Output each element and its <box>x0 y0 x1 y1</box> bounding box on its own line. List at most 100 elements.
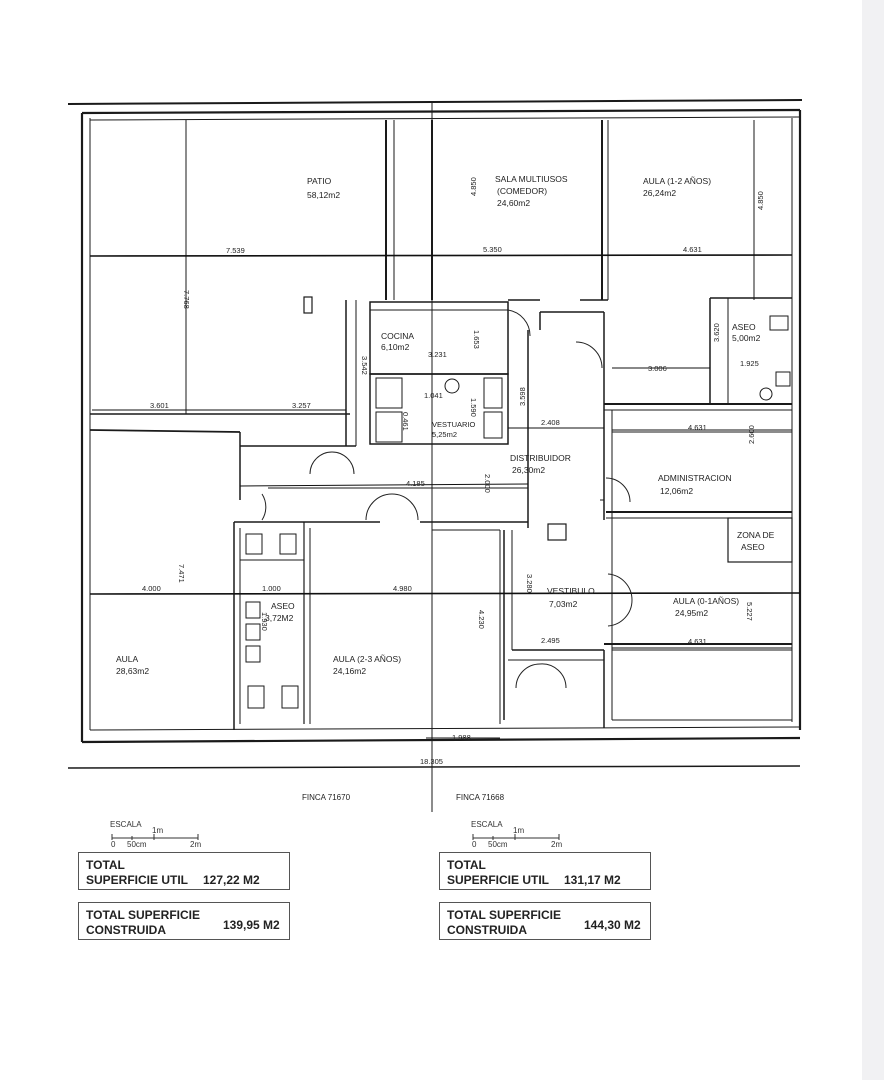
dimension-line <box>239 483 529 487</box>
room-name: ADMINISTRACION <box>658 473 732 483</box>
dimension-label: 4.980 <box>393 584 412 593</box>
dimension-label: 2.600 <box>747 425 756 444</box>
room-name: PATIO <box>307 176 332 186</box>
door-swing <box>309 451 333 475</box>
room-area: 58,12m2 <box>307 190 340 200</box>
wall <box>89 429 241 433</box>
room-name: VESTUARIO <box>432 420 476 429</box>
fixture <box>759 387 773 401</box>
construida-label-line1: TOTAL SUPERFICIE <box>86 908 201 922</box>
scale-bar-left: ESCALA 1m 0 50cm 2m <box>110 820 220 852</box>
fixture <box>245 601 261 619</box>
util-label-line2: SUPERFICIE UTIL <box>447 873 550 887</box>
door-swing <box>507 309 531 337</box>
room-name: SALA MULTIUSOS <box>495 174 568 184</box>
fixture <box>483 411 503 439</box>
fixture <box>279 533 297 555</box>
fixture <box>483 377 503 409</box>
room-area: 24,16m2 <box>333 666 366 676</box>
dimension-label: 3.006 <box>648 364 667 373</box>
util-label-line1: TOTAL <box>86 858 125 872</box>
scale-50cm: 50cm <box>127 840 147 849</box>
door-swing <box>331 451 355 475</box>
room-name: AULA (0-1AÑOS) <box>673 596 739 606</box>
room-area: 5,25m2 <box>432 430 457 439</box>
room-area: 12,06m2 <box>660 486 693 496</box>
dimension-label: 3.280 <box>525 574 534 593</box>
room-name: AULA (2-3 AÑOS) <box>333 654 401 664</box>
wall <box>67 765 801 769</box>
fixture <box>245 533 263 555</box>
construida-value: 139,95 M2 <box>223 918 280 932</box>
dimension-line <box>89 254 793 257</box>
dimension-label: 2.495 <box>541 636 560 645</box>
room-name: ASEO <box>741 542 765 552</box>
door-swing <box>261 493 267 521</box>
room-outline <box>727 517 793 563</box>
dimension-label: 5.350 <box>483 245 502 254</box>
room-area: 26,24m2 <box>643 188 676 198</box>
dimension-label: 3.620 <box>712 323 721 342</box>
dimension-label: 2.408 <box>541 418 560 427</box>
room-outline <box>369 373 509 445</box>
fixture <box>775 371 791 387</box>
dimension-label: 2.000 <box>483 474 492 493</box>
construida-value: 144,30 M2 <box>584 918 641 932</box>
dimension-label: 18.305 <box>420 757 443 766</box>
dimension-label: 1.590 <box>469 398 478 417</box>
dimension-label: 7.471 <box>177 564 186 583</box>
floor-plan: PATIO 58,12m2 SALA MULTIUSOS (COMEDOR) 2… <box>67 99 803 812</box>
total-superficie-construida-box-right: TOTAL SUPERFICIE CONSTRUIDA 144,30 M2 <box>439 902 651 940</box>
fixture <box>247 685 265 709</box>
dimension-label: 4.631 <box>688 423 707 432</box>
scale-2m: 2m <box>551 840 563 849</box>
room-area: 24,60m2 <box>497 198 530 208</box>
dimension-label: 4.850 <box>469 177 478 196</box>
wall <box>81 736 801 744</box>
room-name: ZONA DE <box>737 530 775 540</box>
room-area: 28,63m2 <box>116 666 149 676</box>
room-name: AULA (1-2 AÑOS) <box>643 176 711 186</box>
door-swing <box>515 663 541 689</box>
dimension-label: 1.988 <box>452 733 471 742</box>
util-value: 131,17 M2 <box>564 873 621 887</box>
scale-title: ESCALA <box>110 820 142 829</box>
room-name: DISTRIBUIDOR <box>510 453 571 463</box>
dimension-label: 4.185 <box>406 479 425 488</box>
door-swing <box>365 493 393 521</box>
scale-ruler <box>111 834 199 840</box>
column <box>303 296 313 314</box>
dimension-label: 3.257 <box>292 401 311 410</box>
room-name: VESTIBULO <box>547 586 595 596</box>
room-labels: PATIO 58,12m2 SALA MULTIUSOS (COMEDOR) 2… <box>116 174 775 676</box>
scale-2m: 2m <box>190 840 202 849</box>
construida-label-line2: CONSTRUIDA <box>447 923 527 937</box>
wall <box>81 108 801 115</box>
dimension-label: 4.000 <box>142 584 161 593</box>
dimension-label: 3.231 <box>428 350 447 359</box>
fixture <box>375 377 403 409</box>
dimension-line <box>89 592 801 595</box>
dimension-label: 4.850 <box>756 191 765 210</box>
dimension-label: 1.000 <box>262 584 281 593</box>
wall <box>89 116 801 121</box>
walls <box>67 99 803 812</box>
util-label-line1: TOTAL <box>447 858 486 872</box>
fixture <box>444 378 460 394</box>
finca-label-left: FINCA 71670 <box>302 793 351 802</box>
construida-label-line1: TOTAL SUPERFICIE <box>447 908 562 922</box>
dimension-label: 1.653 <box>472 330 481 349</box>
scale-title: ESCALA <box>471 820 503 829</box>
total-superficie-construida-box-left: TOTAL SUPERFICIE CONSTRUIDA 139,95 M2 <box>78 902 290 940</box>
door-swing <box>391 493 419 521</box>
scale-ruler <box>472 834 560 840</box>
dimension-label: 4.230 <box>477 610 486 629</box>
construida-label-line2: CONSTRUIDA <box>86 923 166 937</box>
dimension-label: 1.925 <box>740 359 759 368</box>
room-area: 24,95m2 <box>675 608 708 618</box>
wall <box>89 726 801 731</box>
dimension-label: 5.227 <box>745 602 754 621</box>
scale-0: 0 <box>111 840 116 849</box>
util-value: 127,22 M2 <box>203 873 260 887</box>
column <box>547 523 567 541</box>
